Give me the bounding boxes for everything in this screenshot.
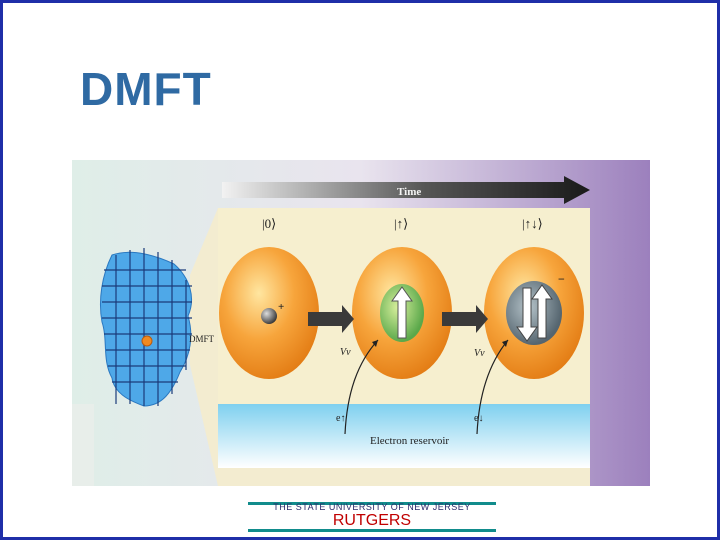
- time-label: Time: [397, 186, 421, 198]
- hopping-arrowhead-2: [502, 340, 508, 347]
- hopping-label-1: Vν: [340, 347, 351, 358]
- footer-rutgers: RUTGERS: [332, 512, 412, 529]
- electron-label-up: e↑: [336, 413, 345, 424]
- hole-icon: [261, 308, 277, 324]
- slide-title: DMFT: [80, 63, 212, 115]
- electron-reservoir: [218, 404, 590, 468]
- hopping-arrowhead-1: [372, 340, 378, 347]
- state-label-empty: |0⟩: [262, 216, 276, 231]
- charge-minus: −: [558, 272, 565, 286]
- lattice-blob: [99, 251, 192, 407]
- hopping-label-2: Vν: [474, 348, 485, 359]
- electron-label-down: e↓: [474, 413, 483, 424]
- footer-rule-bottom: [248, 529, 496, 532]
- dmft-label: DMFT: [189, 334, 215, 344]
- state-label-updown: |↑↓⟩: [522, 216, 543, 231]
- time-arrow: [222, 176, 590, 204]
- spin-up-arrow-icon: [531, 284, 553, 339]
- transition-arrow-1: [308, 305, 354, 333]
- footer-university: THE STATE UNIVERSITY OF NEW JERSEY: [273, 502, 471, 512]
- hopping-curve-1: [344, 339, 379, 435]
- reservoir-label: Electron reservoir: [370, 435, 449, 447]
- spin-up-arrow-icon: [391, 286, 413, 339]
- spin-down-arrow-icon: [516, 287, 538, 342]
- lattice-grid: [102, 248, 192, 406]
- impurity-site: [141, 335, 153, 347]
- footer-rule-top: [248, 502, 496, 505]
- orbital-double: [506, 281, 562, 345]
- hopping-curve-2: [476, 339, 509, 435]
- charge-plus: +: [278, 301, 284, 313]
- state-label-up: |↑⟩: [394, 216, 408, 231]
- transition-arrow-2: [442, 305, 488, 333]
- figure-left-strip: [72, 404, 94, 486]
- dmft-diagram: Time DMFT |0⟩ |↑⟩ |↑↓⟩ + − Electron rese…: [72, 160, 650, 486]
